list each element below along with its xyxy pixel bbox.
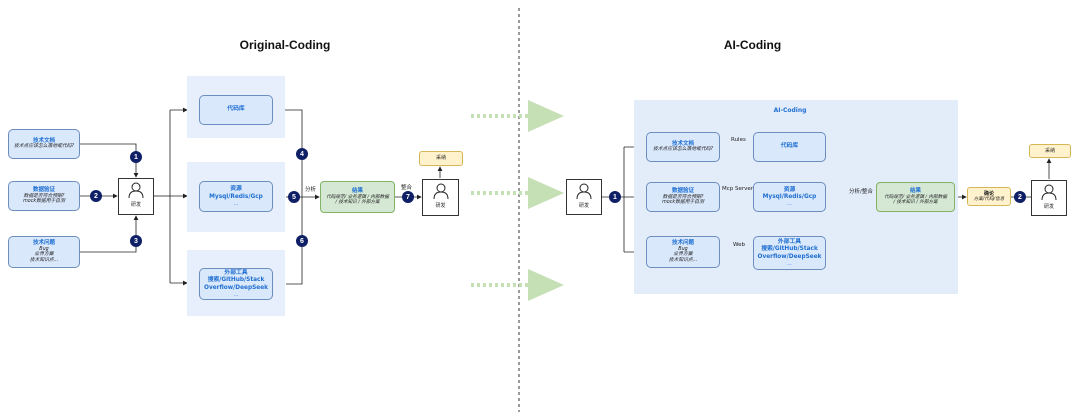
ai-coding-panel-label: AI-Coding [773, 107, 807, 114]
analyze-integrate-label: 分析/整合 [849, 189, 873, 195]
developer-final-node: 研发 [422, 179, 459, 216]
person-icon [128, 182, 144, 199]
step-badge: 4 [296, 148, 308, 160]
step-badge: 2 [90, 190, 102, 202]
edge-label-web: Web [733, 242, 745, 248]
integrate-label: 整合 [401, 183, 413, 191]
edge-label-rules: Rules [731, 137, 746, 143]
person-icon [576, 183, 592, 200]
right-title: AI-Coding [723, 38, 782, 52]
conclusion-box: 确论 方案/代码/信息 [967, 187, 1011, 206]
step-badge: 3 [130, 235, 142, 247]
step-badge: 6 [296, 235, 308, 247]
person-icon [1041, 184, 1057, 201]
result-box: 结果 代码规范/ 业务逻辑 / 内部数据 / 技术知识 / 外部方案 [320, 181, 395, 213]
ai-input-tech-issue: 技术问题 Bug 业界方案 技术知识点... [646, 236, 720, 268]
analyze-label: 分析 [305, 185, 317, 193]
step-badge: 7 [402, 191, 414, 203]
edge-label-mcp: Mcp Server [722, 186, 754, 192]
input-title: 技术文档 [32, 137, 55, 144]
resource-code-repo: 代码库 [199, 95, 273, 125]
developer-start-node: 研发 [566, 179, 602, 215]
ai-input-tech-doc: 技术文档 技术点应该怎么落地或代码? [646, 132, 720, 162]
step-badge: 1 [130, 151, 142, 163]
person-icon [433, 183, 448, 200]
ai-adopt-box: 采纳 [1029, 144, 1071, 158]
input-tech-issue: 技术问题 Bug 业界方案 技术知识点... [8, 236, 80, 268]
ai-input-data-check: 数据验证 数据是否符合预期? mock数据用于自测 [646, 182, 720, 212]
input-tech-doc: 技术文档 技术点应该怎么落地或代码? [8, 129, 80, 159]
ai-resource-external-tools: 外部工具 搜索/GitHub/Stack Overflow/DeepSeek .… [753, 236, 826, 270]
adopt-box: 采纳 [419, 151, 463, 166]
input-data-check: 数据验证 数据是否符合预期? mock数据用于自测 [8, 181, 80, 211]
step-badge: 2 [1014, 191, 1026, 203]
resource-external-tools: 外部工具 搜索/GitHub/Stack Overflow/DeepSeek .… [199, 268, 273, 300]
ai-resource-code-repo: 代码库 [753, 132, 826, 162]
ai-result-box: 结果 代码规范/ 业务逻辑 / 内部数据 / 技术知识 / 外部方案 [876, 182, 955, 212]
step-badge: 5 [288, 191, 300, 203]
developer-node: 研发 [118, 178, 154, 215]
step-badge: 1 [609, 191, 621, 203]
left-title: Original-Coding [239, 38, 331, 52]
ai-resource-data: 资源 Mysql/Redis/Gcp ... [753, 182, 826, 212]
developer-final-ai-node: 研发 [1031, 180, 1067, 216]
resource-data: 资源 Mysql/Redis/Gcp ... [199, 181, 273, 212]
